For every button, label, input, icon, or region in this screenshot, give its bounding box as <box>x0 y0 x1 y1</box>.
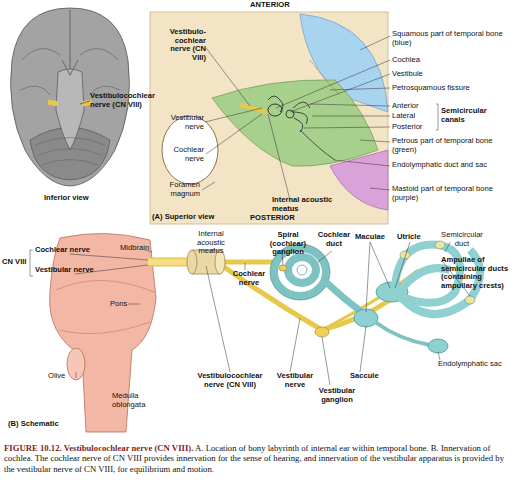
part-label: Saccule <box>350 372 390 381</box>
part-label: Vestibule <box>392 70 492 79</box>
part-label: Cochlea <box>392 56 492 65</box>
figure-title: FIGURE 10.12. Vestibulocochlear nerve (C… <box>4 443 193 453</box>
part-label: (A) Superior view <box>152 213 232 222</box>
part-label: ANTERIOR <box>250 1 310 10</box>
part-label: Vestibulocochlear nerve (CN VIII) <box>190 372 270 389</box>
part-label: Cochlear nerve <box>35 246 95 255</box>
part-label: Vestibular nerve <box>274 372 316 389</box>
part-label: Vestibular nerve <box>35 266 95 275</box>
part-label: Maculae <box>355 233 395 242</box>
part-label: Cochlear nerve <box>164 146 204 163</box>
part-label: Foramen magnum <box>158 181 200 198</box>
part-label: Semicircular duct <box>437 231 487 248</box>
figure-caption: FIGURE 10.12. Vestibulocochlear nerve (C… <box>4 443 516 474</box>
part-label: Anterior <box>392 102 437 111</box>
part-label: Petrosquamous fissure <box>392 84 502 93</box>
part-label: POSTERIOR <box>250 214 310 223</box>
part-label: Vestibulo-cochlear nerve (CN VIII) <box>156 28 206 62</box>
part-label: Utricle <box>397 233 437 242</box>
part-label: Squamous part of temporal bone (blue) <box>392 30 512 47</box>
part-label: Olive <box>48 372 78 381</box>
part-label: Cochlear duct <box>316 231 352 248</box>
part-label: Posterior <box>392 123 437 132</box>
part-label: Spiral (cochlear) ganglion <box>262 231 314 257</box>
part-label: Vestibulocochlear nerve (CN VIII) <box>90 92 150 109</box>
part-label: (B) Schematic <box>8 420 88 429</box>
part-label: Endolymphatic sac <box>438 360 518 369</box>
part-label: Vestibular ganglion <box>314 387 360 404</box>
part-label: Internal acoustic meatus <box>272 196 334 213</box>
part-label: Mastoid part of temporal bone (purple) <box>392 185 507 202</box>
part-label: Internal acoustic meatus <box>186 230 236 256</box>
part-label: Pons <box>110 300 140 309</box>
part-label: Vestibular nerve <box>160 114 204 131</box>
part-label: Lateral <box>392 112 437 121</box>
schematic-ear <box>30 233 480 432</box>
part-label: Cochlear nerve <box>228 270 270 287</box>
part-label: CN VIII <box>2 258 32 267</box>
part-label: Inferior view <box>44 194 104 203</box>
part-label: Midbrain <box>120 244 170 253</box>
part-label: Petrous part of temporal bone (green) <box>392 137 504 154</box>
part-label: Semicircular canals <box>441 107 496 124</box>
part-label: Ampullae of semicircular ducts (containi… <box>441 256 519 290</box>
part-label: Endolymphatic duct and sac <box>392 161 492 170</box>
part-label: Medulla oblongata <box>112 392 164 409</box>
